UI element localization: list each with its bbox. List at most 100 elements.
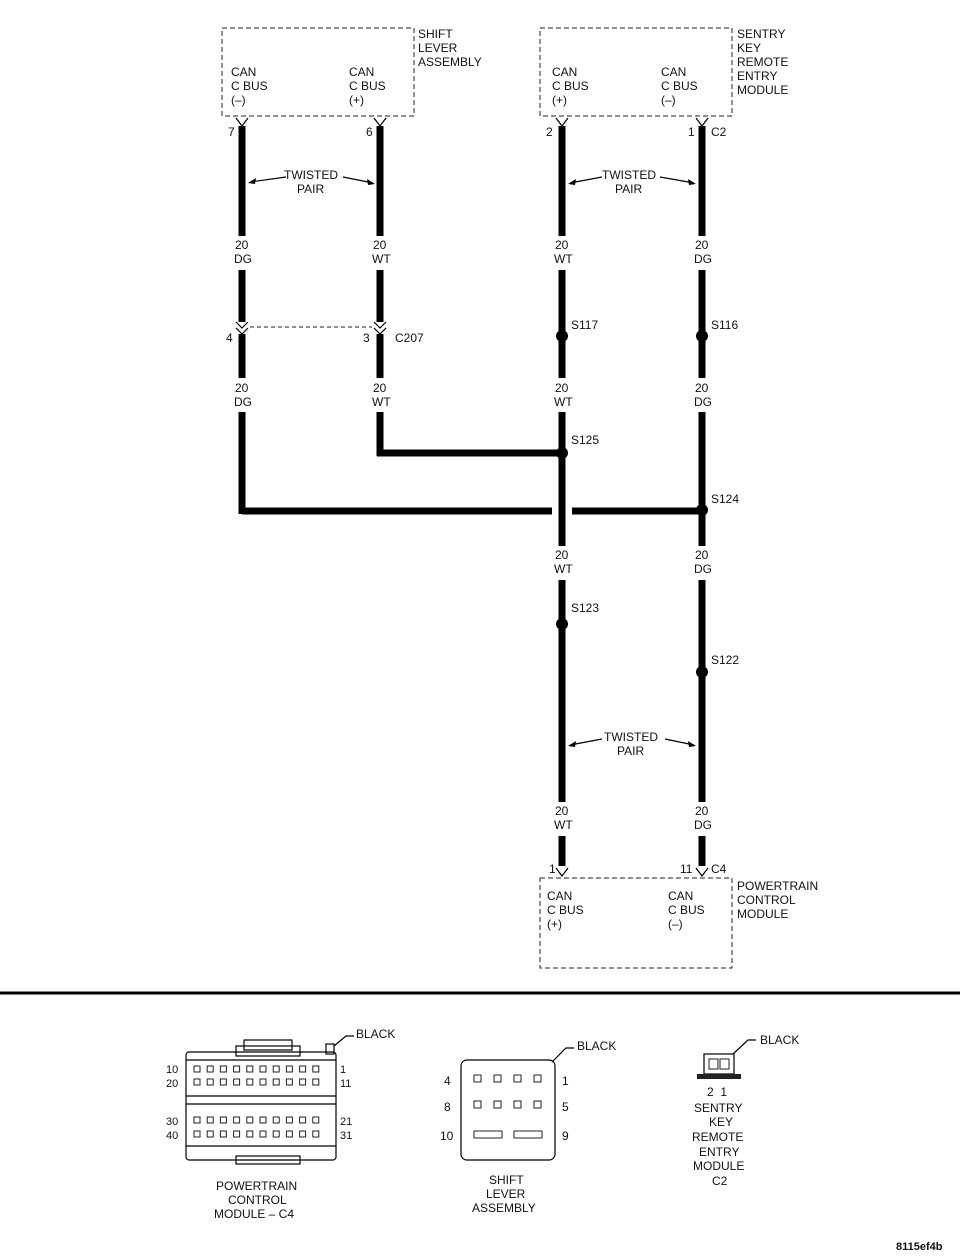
sentry-pin-2: 2: [546, 125, 553, 139]
pcm-pin-cavity: [259, 1130, 267, 1138]
splice-s124: S124: [711, 492, 739, 506]
wire-color-wt: WT: [554, 818, 573, 832]
pcm-row-label-10: 10: [166, 1064, 178, 1076]
pcm-row-label-11: 11: [340, 1078, 351, 1090]
wire-gauge: 20: [695, 381, 709, 395]
pcm-chevrons: [555, 867, 709, 877]
shift-right-term-1: CAN: [349, 65, 374, 79]
pcm-row-label-30: 30: [166, 1116, 178, 1128]
splice-s116: S116: [711, 318, 738, 332]
shift-view-label-4: 4: [444, 1074, 451, 1088]
wire-gauge: 20: [555, 548, 569, 562]
shift-lever-label-2: LEVER: [418, 41, 458, 55]
top-chevrons: [235, 117, 709, 127]
pcm-left-term-2: C BUS: [547, 903, 584, 917]
pcm-row-label-20: 20: [166, 1078, 178, 1090]
shift-caption-2: LEVER: [486, 1187, 526, 1201]
pcm-pin-cavity: [285, 1116, 293, 1124]
shift-right-term-3: (+): [349, 93, 364, 107]
sentry-label-1: SENTRY: [737, 27, 785, 41]
sentry-black-leader: [732, 1039, 756, 1055]
pcm-pin-cavity: [206, 1130, 214, 1138]
pcm-row-label-21: 21: [340, 1116, 352, 1128]
pcm-pin-cavity: [299, 1116, 307, 1124]
c207-label: C207: [395, 331, 424, 345]
pcm-pin-cavity: [233, 1116, 241, 1124]
wire-color-wt: WT: [554, 395, 573, 409]
twisted-pair-label-2a: TWISTED: [602, 168, 656, 182]
wire-gauge: 20: [695, 548, 709, 562]
wire-color-dg: DG: [694, 252, 712, 266]
sentry-label-2: KEY: [737, 41, 761, 55]
shift-view-label-9: 9: [562, 1129, 569, 1143]
sentry-view-pins: 2 1: [707, 1085, 727, 1099]
pcm-right-term-2: C BUS: [668, 903, 705, 917]
sentry-left-term-3: (+): [552, 93, 567, 107]
shift-left-term-3: (–): [231, 93, 246, 107]
pcm-right-term-1: CAN: [668, 889, 693, 903]
pcm-pin-cavity: [272, 1078, 280, 1086]
sentry-pin-1: 1: [688, 125, 695, 139]
shift-caption-1: SHIFT: [489, 1173, 524, 1187]
shift-left-term-1: CAN: [231, 65, 256, 79]
wire-gauge: 20: [373, 238, 387, 252]
pcm-pin-cavity: [219, 1130, 227, 1138]
twisted-pair-label-1b: PAIR: [297, 182, 324, 196]
wire-color-dg: DG: [694, 562, 712, 576]
wire-color-wt: WT: [554, 562, 573, 576]
twisted-pair-label-2b: PAIR: [615, 182, 642, 196]
wire-gauge: 20: [235, 381, 249, 395]
sentry-color-label: BLACK: [760, 1033, 799, 1047]
pcm-pin-cavity: [193, 1116, 201, 1124]
pcm-pin-cavity: [312, 1130, 320, 1138]
sentry-caption-6: C2: [712, 1174, 728, 1188]
sentry-caption-4: ENTRY: [699, 1145, 739, 1159]
splice-dots: [556, 330, 708, 678]
pcm-pin-cavity: [272, 1130, 280, 1138]
shift-color-label: BLACK: [577, 1039, 616, 1053]
sentry-right-term-1: CAN: [661, 65, 686, 79]
pcm-label-1: POWERTRAIN: [737, 879, 818, 893]
shift-view-label-5: 5: [562, 1100, 569, 1114]
shift-lever-label-3: ASSEMBLY: [418, 55, 482, 69]
wire-color-dg: DG: [694, 818, 712, 832]
c207-pin-3: 3: [363, 331, 370, 345]
c207-connector: [235, 321, 387, 335]
pcm-pin-cavity: [233, 1130, 241, 1138]
pcm-color-label: BLACK: [356, 1027, 395, 1041]
pcm-pin-cavity: [259, 1078, 267, 1086]
pcm-pin-cavity: [285, 1130, 293, 1138]
pcm-pin-cavity: [299, 1065, 307, 1073]
pcm-pin-cavity: [193, 1065, 201, 1073]
wire-gauge: 20: [235, 238, 249, 252]
pcm-pin-cavity: [259, 1116, 267, 1124]
sentry-caption-5: MODULE: [693, 1159, 744, 1173]
sentry-connector-c2: C2: [711, 125, 727, 139]
twisted-pair-label-3a: TWISTED: [604, 730, 658, 744]
pcm-right-term-3: (–): [668, 917, 683, 931]
wire-gauge: 20: [555, 238, 569, 252]
shift-black-leader: [551, 1047, 574, 1063]
wire-color-wt: WT: [372, 252, 391, 266]
pcm-left-term-3: (+): [547, 917, 562, 931]
pcm-pin-cavity: [193, 1130, 201, 1138]
pcm-connector-view: [185, 1039, 337, 1165]
pcm-label-2: CONTROL: [737, 893, 796, 907]
pcm-pin-cavity: [299, 1078, 307, 1086]
pcm-pin-cavity: [299, 1130, 307, 1138]
shift-lever-label-1: SHIFT: [418, 27, 453, 41]
pcm-pin-cavity: [246, 1065, 254, 1073]
pcm-pin-cavity: [219, 1065, 227, 1073]
pcm-pin-cavity: [193, 1078, 201, 1086]
pcm-pin-cavity: [246, 1116, 254, 1124]
pcm-pin-cavity: [312, 1078, 320, 1086]
sentry-caption-1: SENTRY: [694, 1101, 742, 1115]
pcm-pin-11: 11: [680, 862, 693, 876]
shift-view-label-1: 1: [562, 1074, 569, 1088]
pcm-row-label-40: 40: [166, 1130, 178, 1142]
sentry-left-term-2: C BUS: [552, 79, 589, 93]
pcm-row-label-1: 1: [340, 1064, 346, 1076]
pcm-caption-3: MODULE – C4: [214, 1207, 294, 1221]
wire-gauge: 20: [695, 804, 709, 818]
sentry-caption-2: KEY: [709, 1115, 733, 1129]
